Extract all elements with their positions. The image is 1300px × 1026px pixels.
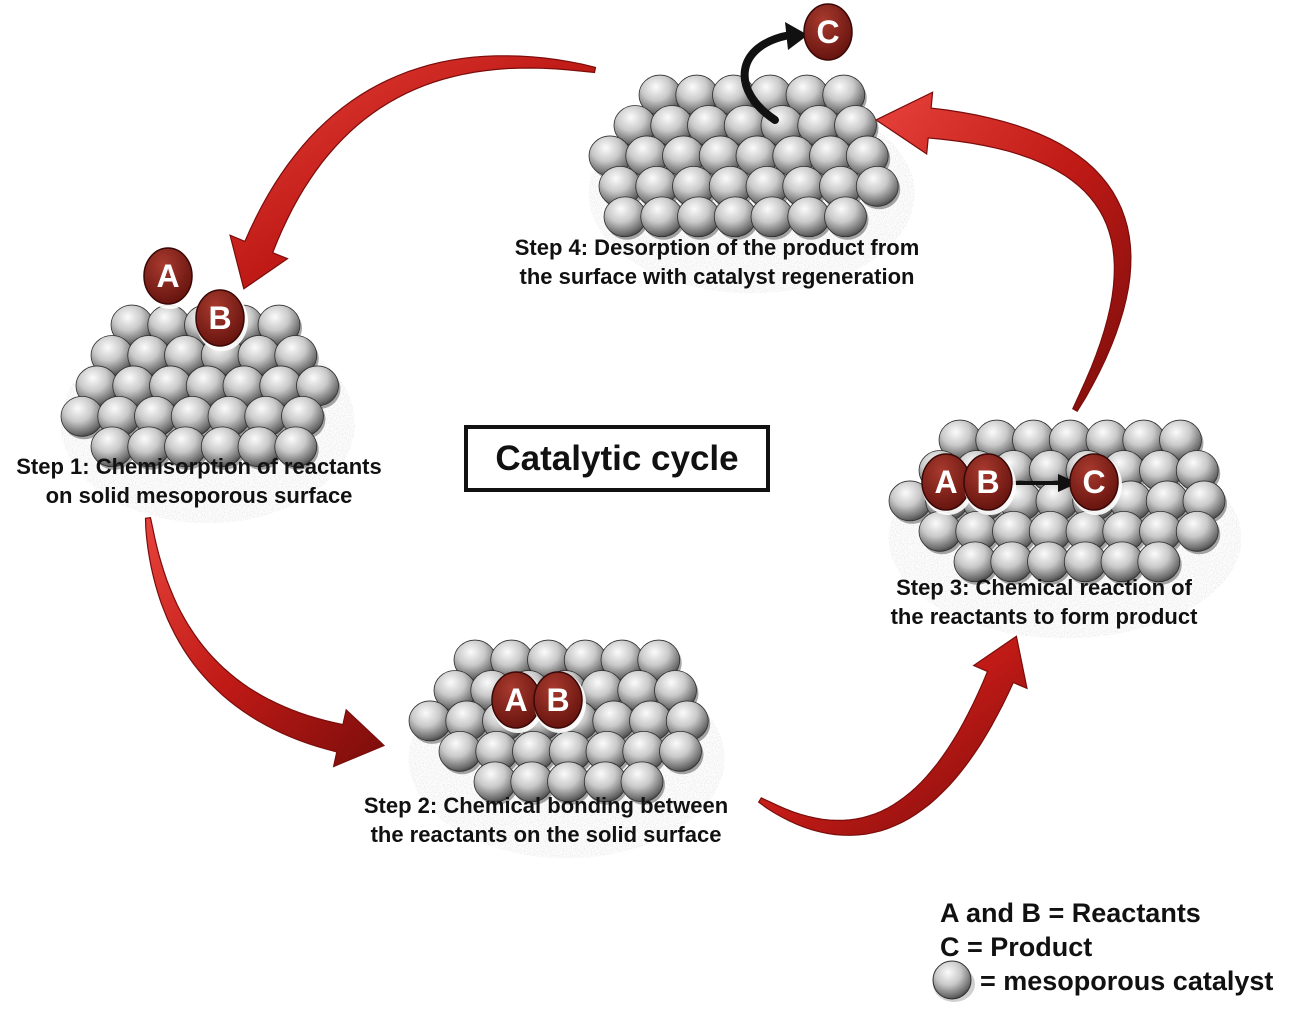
catalyst-sphere — [1137, 541, 1181, 583]
step3-caption: Step 3: Chemical reaction of the reactan… — [870, 573, 1218, 631]
legend-product: C = Product — [940, 932, 1093, 962]
catalyst-sphere-icon — [932, 960, 975, 1002]
step2-molecule-b-body — [533, 671, 583, 729]
catalytic-cycle-label: Catalytic cycle — [464, 425, 770, 492]
catalyst-sphere — [677, 196, 720, 238]
cycle-arrows — [144, 55, 1132, 836]
arrow-step4-to-step1 — [229, 55, 597, 290]
step1-caption-line2: on solid mesoporous surface — [45, 483, 353, 508]
catalyst-sphere — [750, 196, 794, 238]
arrow-step1-to-step2 — [144, 517, 386, 768]
catalyst-sphere — [274, 426, 318, 468]
step4-molecule-c: C — [803, 3, 856, 65]
catalyst-sphere — [1175, 510, 1219, 552]
step3-caption-line2: the reactants to form product — [890, 604, 1198, 629]
legend-catalyst: = mesoporous catalyst — [980, 966, 1274, 996]
catalyst-sphere — [713, 196, 757, 238]
catalyst-sphere — [438, 730, 482, 772]
catalyst-sphere — [918, 510, 962, 552]
step3-molecule-c: C — [1069, 453, 1122, 515]
step1-caption: Step 1: Chemisorption of reactants on so… — [0, 452, 398, 510]
step2-molecule-a: A — [491, 671, 544, 733]
catalyst-sphere — [824, 196, 867, 238]
step1-caption-line1: Step 1: Chemisorption of reactants — [16, 454, 382, 479]
step2-molecule-a-label: A — [504, 682, 527, 718]
step3-molecule-a-label: A — [934, 464, 957, 500]
step3-molecule-b: B — [963, 453, 1016, 515]
step1-molecule-a-label: A — [156, 258, 179, 294]
step2-molecule-b: B — [533, 671, 586, 733]
catalyst-sphere — [787, 196, 831, 238]
step2-molecule-b-label: B — [546, 682, 569, 718]
step1-molecule-a: A — [143, 247, 196, 309]
catalyst-sphere — [855, 166, 899, 207]
step4-caption-line2: the surface with catalyst regeneration — [519, 264, 915, 289]
step4-caption-line1: Step 4: Desorption of the product from — [514, 235, 920, 260]
step4-caption: Step 4: Desorption of the product from t… — [490, 233, 944, 291]
step2-caption-line1: Step 2: Chemical bonding between — [363, 793, 729, 818]
step4-molecule-c-label: C — [816, 14, 839, 50]
catalyst-sphere — [620, 761, 664, 803]
legend: A and B = Reactants C = Product = mesopo… — [932, 896, 1273, 1002]
desorption-arrow-head — [785, 22, 808, 50]
legend-reactants: A and B = Reactants — [940, 898, 1201, 928]
reaction-arrow-head — [1058, 474, 1078, 492]
catalyst-sphere — [408, 700, 452, 742]
desorption-arrow-shaft — [740, 31, 794, 124]
step2-caption: Step 2: Chemical bonding between the rea… — [340, 791, 752, 849]
catalyst-sphere — [640, 196, 684, 238]
step1-molecule-a-body — [143, 247, 193, 305]
step1-molecule-b-body — [195, 289, 245, 347]
step3-molecule-c-label: C — [1082, 464, 1105, 500]
step2-caption-line2: the reactants on the solid surface — [370, 822, 722, 847]
step4-molecule-c-body — [803, 3, 853, 61]
catalyst-sphere — [603, 196, 647, 238]
step3-caption-line1: Step 3: Chemical reaction of — [896, 575, 1192, 600]
step3-molecule-a: A — [921, 453, 974, 515]
step1-molecule-b-label: B — [208, 300, 231, 336]
step1-molecule-b: B — [195, 289, 248, 351]
step3-molecule-b-body — [963, 453, 1013, 511]
legend-catalyst-row: = mesoporous catalyst — [930, 960, 1274, 1002]
step4-cluster — [588, 74, 915, 294]
catalyst-sphere — [60, 395, 104, 437]
arrow-step2-to-step3 — [757, 635, 1028, 836]
catalyst-sphere — [659, 730, 702, 772]
step3-molecule-c-body — [1069, 453, 1119, 511]
step3-molecule-b-label: B — [976, 464, 999, 500]
arrow-step3-to-step4 — [874, 91, 1132, 412]
